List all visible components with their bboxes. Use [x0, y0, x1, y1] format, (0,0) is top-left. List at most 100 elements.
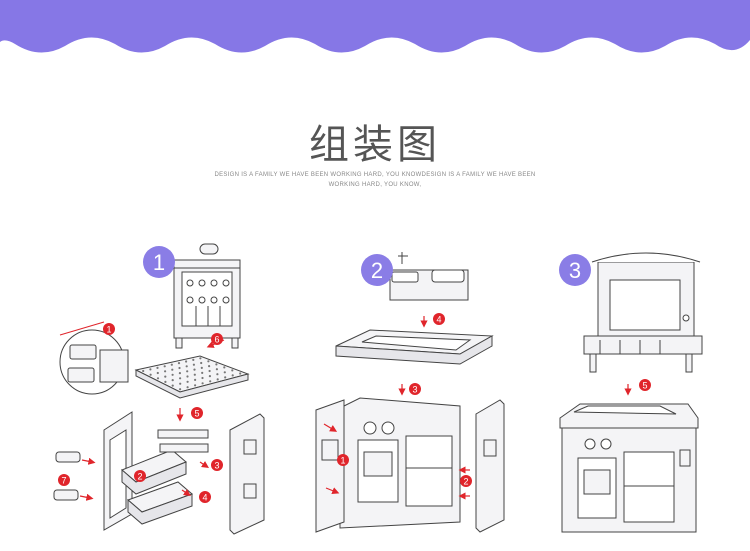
part-number-2: 2 [463, 477, 468, 487]
shelf-hole [142, 369, 145, 373]
part-badge-3-step1: 3 [211, 459, 223, 471]
shelf-hole [201, 371, 204, 374]
shelf-hole [208, 365, 211, 368]
part-badge-5-step3: 5 [639, 379, 651, 391]
shelf-hole [164, 370, 167, 373]
part-badge-2-step1: 2 [134, 470, 146, 482]
shelf-hole [194, 378, 197, 381]
side-frame-right [229, 413, 265, 535]
shelf-hole [201, 376, 204, 380]
step-2-side-left [315, 399, 345, 533]
part-number-2: 2 [137, 472, 142, 482]
part-badge-3-step2: 3 [409, 383, 421, 395]
shelf-hole [239, 372, 242, 375]
part-badge-4-step2: 4 [433, 313, 445, 325]
part-badge-6-step1: 6 [211, 333, 223, 345]
shelf-hole [171, 373, 174, 376]
shelf-hole [171, 384, 174, 387]
part-badge-4-step1: 4 [199, 491, 211, 503]
perforated-shelf [134, 355, 250, 399]
shelf-hole [216, 373, 219, 376]
clip-parts [53, 451, 81, 501]
shelf-hole [223, 366, 226, 369]
shelf-hole [149, 368, 152, 371]
part-badge-1-step2: 1 [337, 454, 349, 466]
shelf-hole [164, 380, 167, 383]
part-badge-2-step2: 2 [460, 475, 472, 487]
back-panel [173, 243, 241, 349]
shelf-hole [231, 374, 234, 377]
shelf-hole [200, 366, 203, 369]
shelf-hole [163, 365, 166, 368]
shelf-hole [171, 379, 174, 382]
drawer-rails [157, 429, 209, 453]
step-badge-2: 2 [361, 254, 393, 286]
countertop [335, 329, 494, 365]
shelf-hole [149, 373, 152, 376]
shelf-hole [156, 377, 160, 380]
part-number-5: 5 [642, 381, 647, 391]
shelf-hole [224, 376, 227, 379]
part-badge-1-step1: 1 [103, 323, 115, 335]
shelf-hole [192, 363, 195, 366]
shelf-hole [179, 382, 182, 385]
shelf-hole [179, 388, 182, 391]
step-1-arrows [79, 339, 225, 501]
part-number-6: 6 [214, 335, 219, 345]
step-2-arrows [323, 316, 470, 500]
shelf-hole [177, 362, 181, 365]
shelf-hole [193, 368, 196, 371]
shelf-hole [200, 361, 203, 365]
shelf-hole [207, 360, 210, 363]
part-number-4: 4 [202, 493, 207, 503]
shelf-hole [216, 378, 219, 381]
part-number-3: 3 [412, 385, 417, 395]
shelf-holes [142, 357, 242, 391]
shelf-hole [178, 372, 181, 375]
step-2-side-right [475, 399, 505, 533]
shelf-hole [193, 373, 196, 376]
shelf-hole [215, 363, 218, 366]
shelf-hole [199, 357, 202, 360]
purple-wave-header [0, 0, 750, 53]
shelf-hole [231, 369, 234, 372]
panel-knobs [186, 279, 230, 326]
step-number-2: 2 [371, 258, 383, 283]
shelf-hole [178, 366, 181, 370]
part-number-7: 7 [61, 476, 66, 486]
shelf-hole [179, 377, 182, 380]
step-1-group [53, 243, 265, 535]
shelf-hole [208, 375, 211, 378]
shelf-hole [186, 375, 189, 378]
shelf-hole [170, 363, 173, 366]
shelf-hole [185, 365, 188, 368]
shelf-hole [208, 369, 211, 373]
sink-unit [389, 252, 469, 301]
step-number-1: 1 [153, 250, 165, 275]
shelf-hole [201, 382, 204, 385]
stove-cabinet [339, 397, 461, 529]
shelf-hole [209, 380, 212, 383]
shelf-hole [223, 371, 226, 374]
part-number-1: 1 [106, 325, 111, 335]
part-badge-7-step1: 7 [58, 474, 70, 486]
step-3-group [559, 252, 703, 533]
shelf-hole [186, 380, 189, 383]
shelf-hole [156, 371, 159, 375]
assembled-cabinet [559, 403, 699, 533]
shelf-hole [194, 384, 197, 387]
shelf-hole [186, 386, 189, 389]
step-badge-3: 3 [559, 254, 591, 286]
step-badge-1: 1 [143, 246, 175, 278]
shelf-hole [171, 368, 174, 371]
part-number-3: 3 [214, 461, 219, 471]
shelf-hole [185, 360, 188, 363]
page-title: 组装图 [309, 122, 441, 168]
step-2-group [315, 252, 505, 533]
part-badge-5-step1: 5 [191, 407, 203, 419]
zoom-detail [59, 321, 129, 395]
shelf-hole [156, 366, 159, 369]
part-number-1: 1 [340, 456, 345, 466]
part-number-4: 4 [436, 315, 441, 325]
